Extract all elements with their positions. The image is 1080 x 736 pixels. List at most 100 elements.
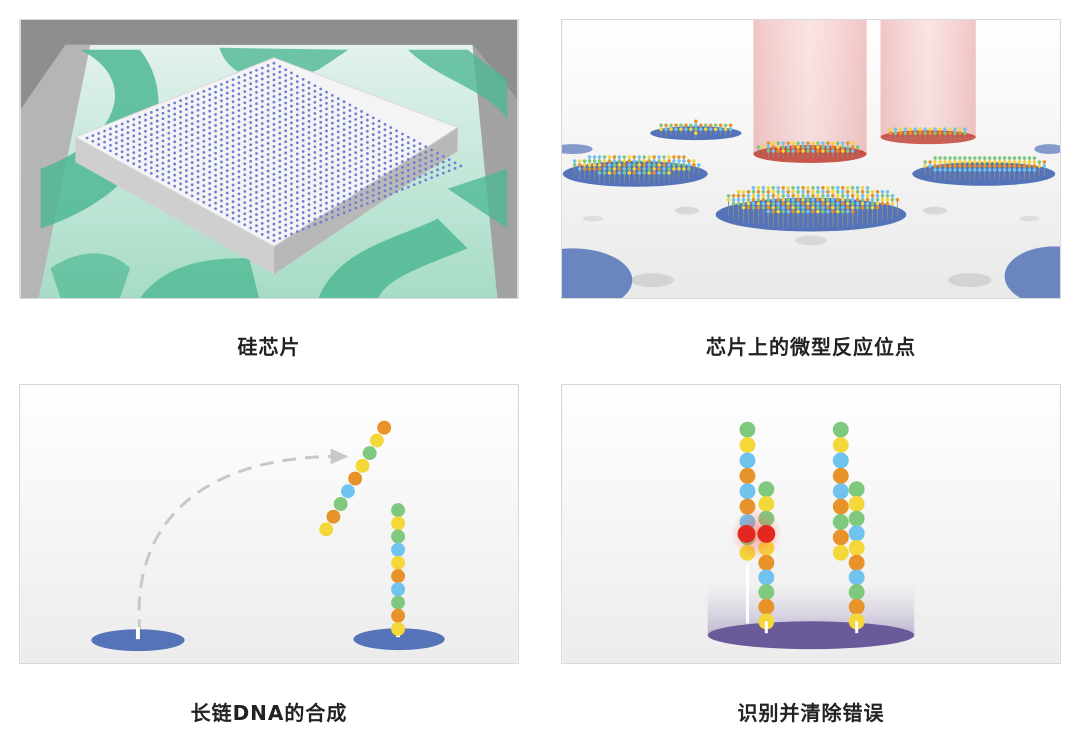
strand-tip bbox=[821, 145, 825, 149]
chip-site-dot bbox=[138, 126, 142, 130]
chip-site-dot bbox=[167, 164, 171, 168]
chip-site-dot bbox=[266, 136, 270, 140]
chip-site-dot bbox=[336, 108, 340, 112]
chip-site-dot bbox=[377, 147, 381, 151]
chip-site-dot bbox=[220, 105, 223, 108]
strand-tip bbox=[607, 163, 612, 167]
strand-tip bbox=[766, 149, 771, 153]
chip-site-dot bbox=[220, 149, 223, 153]
chip-site-dot bbox=[348, 142, 352, 146]
chip-site-dot bbox=[214, 185, 217, 188]
strand-tip bbox=[943, 156, 947, 160]
chip-site-dot bbox=[196, 92, 200, 96]
chip-site-dot bbox=[313, 223, 317, 226]
strand-tip bbox=[736, 193, 741, 198]
chip-site-dot bbox=[371, 188, 375, 192]
chip-site-dot bbox=[330, 149, 334, 153]
chip-site-dot bbox=[354, 117, 358, 121]
chip-site-dot bbox=[272, 211, 276, 215]
chip-site-dot bbox=[313, 84, 317, 88]
strand-tip bbox=[781, 197, 785, 202]
chip-site-dot bbox=[173, 168, 177, 171]
transfer-arrow-path bbox=[137, 454, 331, 634]
chip-site-dot bbox=[155, 136, 159, 140]
strand-tip bbox=[766, 189, 771, 194]
chip-site-dot bbox=[214, 85, 217, 89]
strand-tip bbox=[657, 171, 661, 175]
strand-tip bbox=[933, 160, 937, 164]
chip-site-dot bbox=[284, 68, 288, 72]
strand-tip bbox=[806, 209, 810, 214]
strand-tip bbox=[933, 164, 937, 168]
chip-site-dot bbox=[371, 183, 375, 186]
chip-site-dot bbox=[301, 216, 305, 220]
chip-site-dot bbox=[348, 136, 352, 140]
strand-tip bbox=[667, 159, 671, 163]
chip-site-dot bbox=[354, 145, 358, 149]
chip-site-dot bbox=[255, 91, 258, 94]
chip-site-dot bbox=[266, 158, 270, 162]
chip-site-dot bbox=[220, 88, 223, 92]
chip-site-dot bbox=[225, 213, 229, 217]
chip-site-dot bbox=[401, 176, 404, 180]
chip-site-dot bbox=[336, 102, 340, 106]
strand-tip bbox=[1017, 164, 1022, 168]
chip-site-dot bbox=[412, 155, 416, 159]
strand-tip bbox=[632, 155, 637, 159]
strand-tip bbox=[948, 131, 952, 135]
chip-site-dot bbox=[342, 139, 346, 143]
chip-site-dot bbox=[260, 66, 264, 70]
chip-site-dot bbox=[272, 167, 276, 171]
chip-site-dot bbox=[406, 185, 410, 189]
chip-site-dot bbox=[155, 119, 159, 123]
strand-tip bbox=[890, 197, 895, 202]
chip-site-dot bbox=[144, 118, 147, 122]
chip-site-dot bbox=[266, 108, 270, 112]
chip-site-dot bbox=[284, 207, 288, 210]
chip-site-dot bbox=[220, 171, 223, 175]
strand-tip bbox=[923, 131, 927, 135]
chip-site-dot bbox=[307, 114, 311, 118]
strand-tip bbox=[647, 167, 651, 171]
strand-tip bbox=[617, 167, 622, 171]
chip-site-dot bbox=[208, 104, 212, 107]
chip-site-dot bbox=[389, 164, 393, 168]
chip-site-dot bbox=[295, 202, 299, 206]
chip-site-dot bbox=[167, 176, 171, 179]
chip-site-dot bbox=[313, 128, 317, 132]
strand-tip bbox=[816, 209, 820, 214]
chip-site-dot bbox=[290, 221, 293, 225]
chip-site-dot bbox=[149, 166, 153, 170]
chip-site-dot bbox=[220, 127, 223, 131]
strand-tip bbox=[689, 123, 693, 128]
strand-tip bbox=[786, 209, 790, 214]
chip-site-dot bbox=[377, 191, 381, 195]
chip-site-dot bbox=[330, 93, 334, 97]
chip-site-dot bbox=[295, 213, 299, 217]
chip-site-dot bbox=[290, 71, 293, 75]
chip-site-dot bbox=[167, 153, 171, 157]
strand-tip bbox=[796, 205, 800, 210]
chip-site-dot bbox=[161, 133, 165, 137]
chip-site-dot bbox=[319, 120, 323, 124]
chip-site-dot bbox=[284, 168, 288, 171]
strand-tip bbox=[761, 201, 766, 206]
strand-tip bbox=[679, 127, 683, 132]
base-bead bbox=[319, 522, 334, 537]
strand-tip bbox=[811, 205, 815, 210]
chip-site-dot bbox=[295, 135, 299, 139]
strand-tip bbox=[796, 149, 800, 153]
strand-tip bbox=[756, 186, 761, 190]
strand-tip bbox=[796, 186, 800, 190]
strand-tip bbox=[811, 201, 815, 206]
chip-site-dot bbox=[220, 155, 223, 158]
chip-site-dot bbox=[389, 126, 393, 129]
chip-site-dot bbox=[126, 153, 130, 157]
chip-site-dot bbox=[179, 115, 182, 119]
chip-site-dot bbox=[377, 169, 381, 173]
chip-site-dot bbox=[278, 148, 282, 152]
chip-site-dot bbox=[278, 109, 282, 113]
strand-tip bbox=[756, 189, 761, 194]
strand-tip bbox=[718, 123, 723, 128]
chip-site-dot bbox=[109, 132, 112, 136]
